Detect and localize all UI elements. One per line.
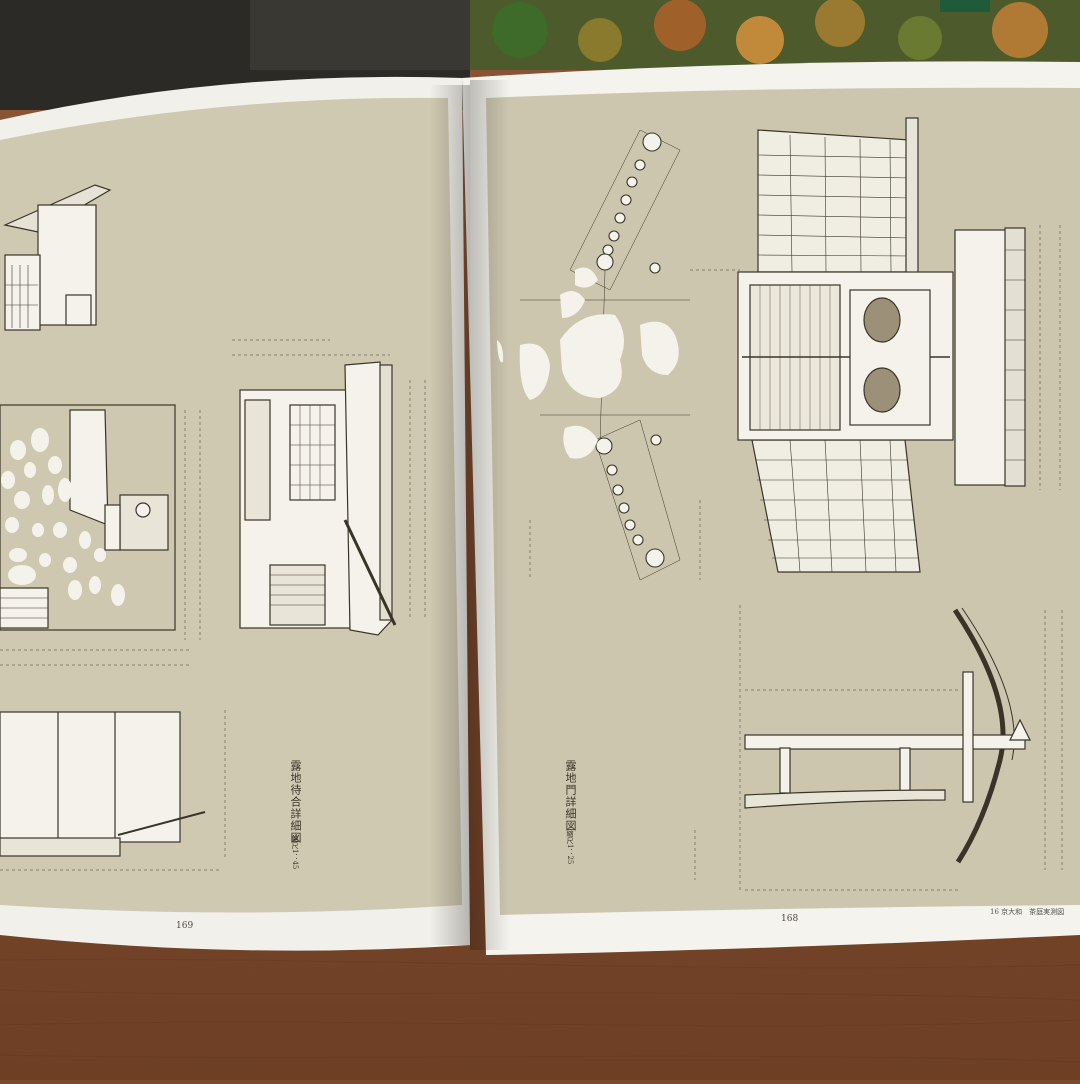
right-drawing-gate-section bbox=[739, 605, 1063, 891]
left-drawing-plan bbox=[0, 404, 201, 666]
gutter-shadow-right bbox=[470, 80, 510, 950]
right-page-number: 168 bbox=[781, 914, 799, 924]
left-drawing-north-section bbox=[232, 339, 426, 636]
right-plate-title: 露地門詳細図 bbox=[564, 760, 577, 832]
left-drawing-west-elevation bbox=[3, 184, 112, 331]
left-plate bbox=[0, 97, 462, 913]
left-plate-title: 露地待合詳細図 bbox=[289, 760, 302, 844]
left-page-number: 169 bbox=[176, 921, 194, 931]
right-drawing-gate-plan bbox=[497, 129, 690, 581]
gutter-shadow-left bbox=[430, 85, 470, 945]
right-plate-scale: 縮尺1：25 bbox=[566, 830, 574, 865]
left-drawing-south-elevation bbox=[0, 710, 226, 871]
wood-grain bbox=[0, 958, 1080, 1063]
background-book-autumn-cover bbox=[470, 0, 1080, 70]
right-page-footer-credit: 16 京大和 茶庭実測図 bbox=[990, 908, 1065, 916]
dimension-lines-right bbox=[529, 500, 701, 880]
left-plate-scale: 縮尺1：45 bbox=[291, 835, 299, 870]
right-drawing-gate-elevation bbox=[690, 117, 1061, 573]
